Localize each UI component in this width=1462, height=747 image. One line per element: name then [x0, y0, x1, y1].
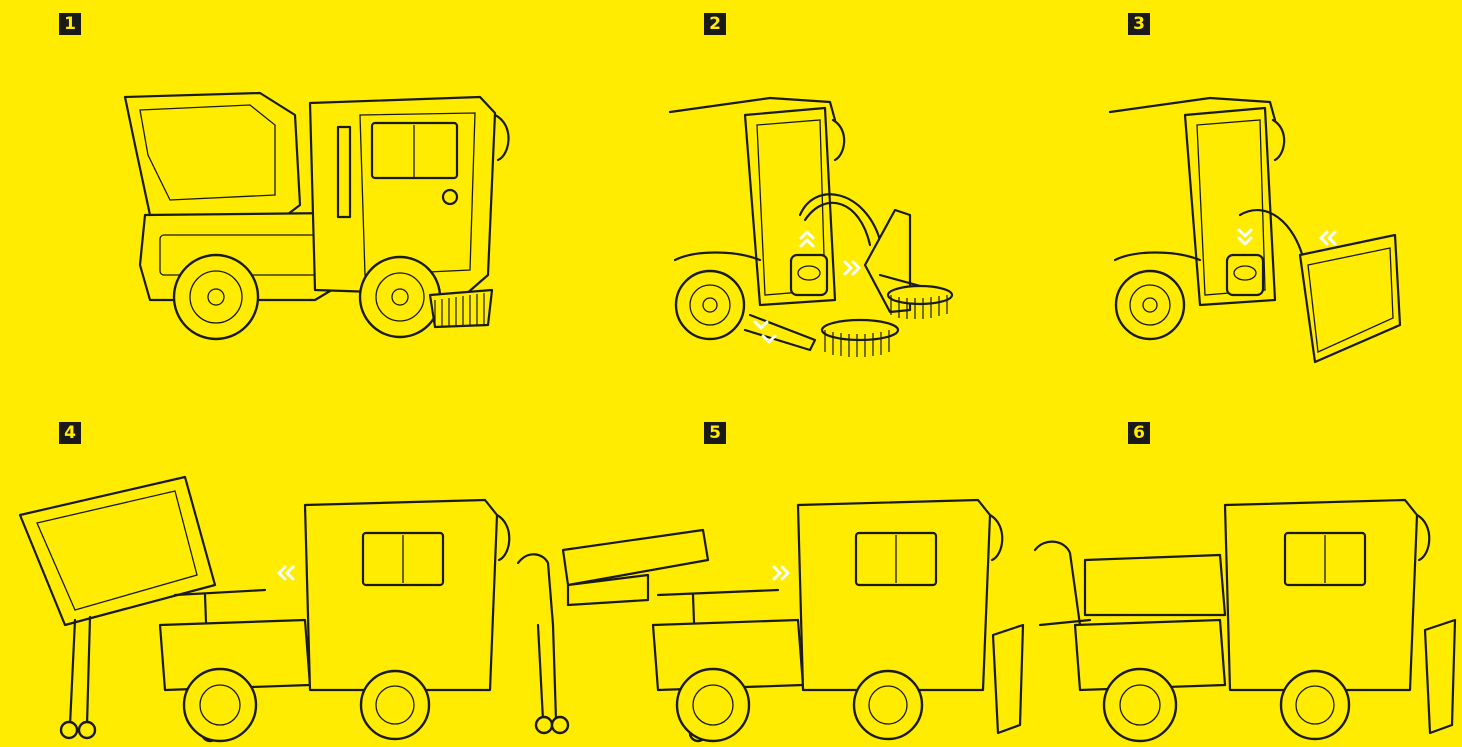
step-3-illustration	[1105, 90, 1405, 370]
hydraulic-coupling-icon	[791, 255, 827, 295]
step-badge-5: 5	[704, 422, 726, 444]
snow-plough-blade	[1425, 620, 1455, 733]
step-badge-4: 4	[59, 422, 81, 444]
sweeper-vehicle-illustration	[125, 93, 509, 339]
step-badge-6: 6	[1128, 422, 1150, 444]
step-2-illustration	[665, 90, 965, 365]
step-badge-1: 1	[59, 13, 81, 35]
sweeper-brush	[430, 290, 492, 327]
step-badge-2: 2	[704, 13, 726, 35]
step-5-illustration	[508, 475, 1028, 747]
step-1-illustration	[110, 85, 530, 345]
double-chevron-arrow-icon	[774, 567, 788, 579]
step-4-illustration	[15, 475, 520, 747]
step-6-illustration	[1030, 475, 1460, 747]
step-badge-3: 3	[1128, 13, 1150, 35]
snow-plough-blade	[1300, 235, 1400, 362]
double-chevron-arrow-icon	[279, 567, 293, 579]
hydraulic-coupling-icon	[1227, 255, 1263, 295]
snow-plough-blade	[993, 625, 1023, 733]
